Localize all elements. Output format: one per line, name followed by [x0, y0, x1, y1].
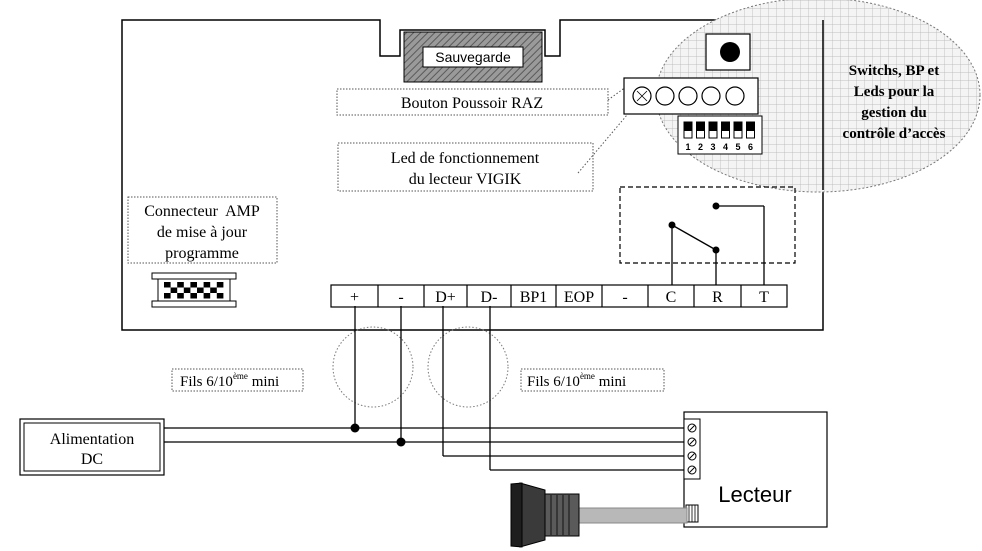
led-5 [725, 86, 745, 106]
bubble-line2: Leds pour la [854, 84, 935, 100]
amp-label-line2: de mise à jour [157, 224, 248, 241]
reader-label: Lecteur [718, 482, 791, 507]
terminal-label: C [666, 289, 677, 306]
terminal-label: BP1 [520, 289, 548, 306]
wire-note-left: Fils 6/10ème mini [180, 371, 279, 390]
junction-minus [396, 437, 406, 447]
terminal-label: - [398, 289, 403, 306]
dip-switch-number: 5 [735, 142, 740, 152]
wire-gauge-circle-right [427, 326, 509, 408]
power-label-line1: Alimentation [50, 431, 134, 448]
wire-note-left-box [171, 368, 304, 392]
push-button [720, 42, 740, 62]
led-label-line1: Led de fonctionnement [391, 150, 540, 167]
terminal-block: + - D+ D- BP1 EOP - C R T [330, 284, 788, 308]
terminal-label: EOP [564, 289, 594, 306]
terminal-label: T [759, 289, 769, 306]
terminal-label: + [350, 289, 359, 306]
bp-raz-label: Bouton Poussoir RAZ [401, 95, 543, 112]
terminal-label: D- [481, 289, 498, 306]
relay-box [619, 186, 796, 264]
power-supply [19, 418, 168, 476]
terminal-label: - [622, 289, 627, 306]
bubble-line3: gestion du [861, 105, 926, 121]
led-label-box [337, 142, 594, 192]
dip-switch-number: 4 [723, 142, 728, 152]
dip-switch-number: 3 [710, 142, 715, 152]
amp-connector [151, 272, 237, 308]
dip-switch-number: 1 [685, 142, 690, 152]
amp-label-line3: programme [165, 245, 239, 262]
relay-node-r [712, 246, 720, 254]
terminal-label: D+ [435, 289, 456, 306]
relay-node-t [712, 202, 720, 210]
amp-label-line1: Connecteur AMP [144, 203, 260, 220]
wire-gauge-circle-left [332, 326, 414, 408]
reader [683, 411, 828, 528]
dip-switch-number: 2 [698, 142, 703, 152]
bp-raz-label-box [336, 88, 609, 116]
bubble-line4: contrôle d’accès [843, 126, 946, 142]
led-3 [678, 86, 698, 106]
wire-note-right-box [520, 368, 665, 392]
power-label-line2: DC [81, 451, 103, 468]
relay-node-c [668, 221, 676, 229]
bubble-line1: Switchs, BP et [849, 63, 939, 79]
junction-plus [350, 423, 360, 433]
sauvegarde-label-box [422, 46, 524, 68]
relay-contacts [671, 205, 765, 286]
reading-head [510, 482, 688, 548]
bp-raz-leader [607, 83, 631, 101]
amp-label-box [127, 196, 278, 264]
led-2 [655, 86, 675, 106]
led-label-line2: du lecteur VIGIK [409, 171, 522, 188]
wire-note-right: Fils 6/10ème mini [527, 371, 626, 390]
dip-switch-number: 6 [748, 142, 753, 152]
wiring [168, 306, 684, 471]
sauvegarde-label: Sauvegarde [435, 49, 511, 65]
terminal-label: R [712, 289, 723, 306]
led-4 [701, 86, 721, 106]
